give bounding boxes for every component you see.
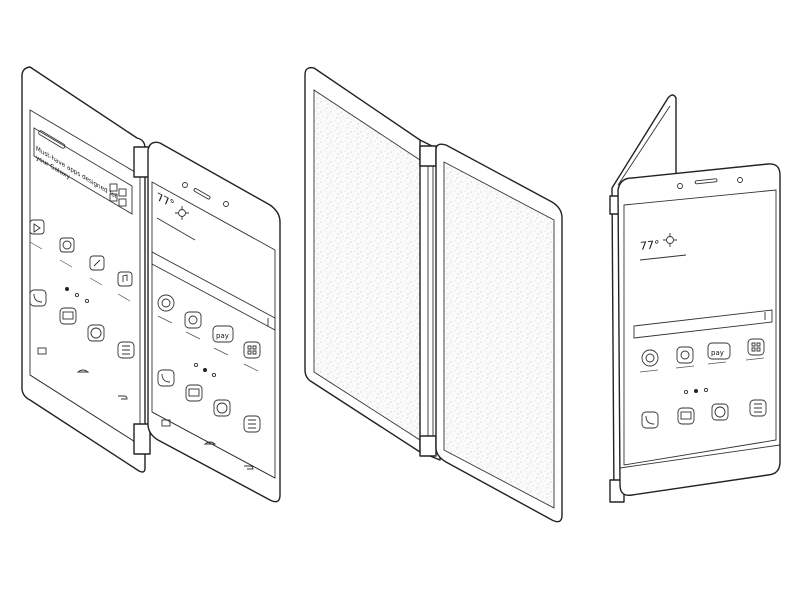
gallery-icon[interactable]	[676, 346, 694, 364]
apps-icon[interactable]	[117, 341, 135, 359]
apps-icon[interactable]	[749, 399, 767, 417]
right-icons-row-1: pay	[157, 294, 261, 372]
sun-icon	[175, 206, 189, 220]
message-icon[interactable]	[185, 384, 203, 402]
banner-app-grid-icon	[109, 183, 127, 207]
apps-icon[interactable]	[243, 415, 261, 433]
earpiece	[182, 182, 229, 207]
phone-icon[interactable]	[641, 411, 659, 429]
pay-icon[interactable]: pay	[707, 342, 731, 360]
right-icons-row-2	[157, 369, 261, 433]
folder-icon[interactable]	[243, 341, 261, 359]
device-folded: 77° pay	[609, 94, 781, 503]
share-icon[interactable]	[89, 255, 105, 271]
music-icon[interactable]	[117, 271, 133, 287]
right-panel: 77° pay	[147, 141, 281, 503]
sun-icon	[663, 233, 677, 247]
back-icon[interactable]	[118, 395, 128, 400]
earpiece-c	[677, 177, 743, 189]
weather-widget-c: 77°	[639, 233, 687, 261]
left-icons-row-1	[29, 219, 133, 302]
nav-bar-left	[29, 347, 141, 446]
hinge-b	[419, 139, 441, 461]
message-icon[interactable]	[677, 407, 695, 425]
icons-row-2-c	[641, 399, 767, 429]
browser-icon[interactable]	[711, 403, 729, 421]
gallery-icon[interactable]	[184, 311, 202, 329]
page-indicator-c	[683, 387, 709, 395]
pay-icon[interactable]: pay	[212, 325, 234, 343]
home-icon[interactable]	[76, 369, 90, 373]
phone-icon[interactable]	[157, 369, 175, 387]
browser-icon[interactable]	[87, 324, 105, 342]
store-icon[interactable]	[29, 219, 45, 235]
device-unfolded-screens: Must-have apps designed foryour Galaxy	[21, 66, 281, 503]
page-indicator-right	[193, 362, 217, 378]
folder-icon[interactable]	[747, 338, 765, 356]
pay-label: pay	[711, 349, 724, 357]
right-blank-panel	[435, 143, 563, 523]
search-bar[interactable]	[151, 251, 276, 331]
refresh-icon[interactable]	[59, 237, 75, 253]
nav-bar-right	[151, 411, 276, 479]
front-panel: 77° pay	[617, 163, 781, 496]
back-icon[interactable]	[244, 465, 254, 470]
home-icon[interactable]	[203, 441, 217, 445]
temperature-text: 77°	[640, 238, 659, 253]
phone-icon[interactable]	[29, 289, 47, 307]
recents-icon[interactable]	[161, 419, 171, 427]
left-panel: Must-have apps designed foryour Galaxy	[21, 66, 146, 473]
pay-label: pay	[216, 332, 229, 340]
camera-icon[interactable]	[157, 294, 175, 312]
left-icons-row-2	[29, 289, 135, 359]
device-unfolded-blank	[304, 66, 563, 523]
message-icon[interactable]	[59, 307, 77, 325]
recents-icon[interactable]	[37, 347, 47, 355]
icons-row-1-c: pay	[639, 338, 765, 373]
camera-icon[interactable]	[641, 349, 659, 367]
page-indicator-left	[65, 287, 90, 304]
search-bar-c[interactable]	[633, 309, 773, 339]
browser-icon[interactable]	[213, 399, 231, 417]
left-blank-panel	[304, 66, 429, 455]
